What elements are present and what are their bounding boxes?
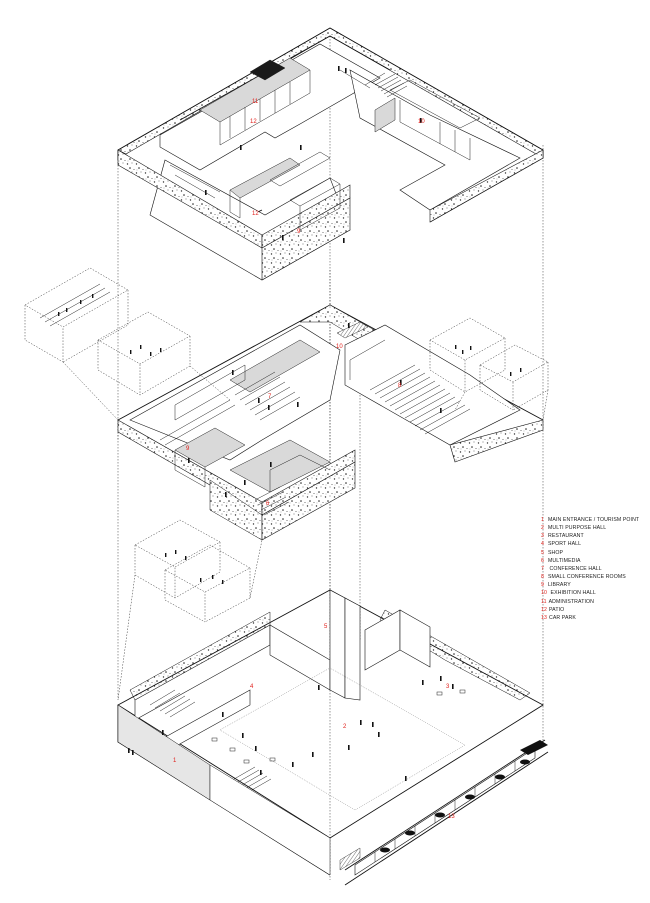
ground-floor-plan: 5 4 3 2 1 13 xyxy=(117,589,549,886)
label-multipurpose-hall: 2 xyxy=(343,724,347,730)
label-patio-upper: 12 xyxy=(250,119,257,125)
upper-floor-plan: 11 12 10 12 9 xyxy=(117,27,544,281)
label-restaurant-right: 3 xyxy=(446,684,450,690)
label-patio-lower: 12 xyxy=(252,211,259,217)
label-library-upper: 9 xyxy=(297,229,301,235)
label-multimedia: 6 xyxy=(266,501,270,507)
room-detail-boxes xyxy=(24,267,549,701)
legend-item: 10 EXHIBITION HALL xyxy=(541,590,596,597)
legend-item: 7 CONFERENCE HALL xyxy=(541,565,602,572)
label-library-middle: 9 xyxy=(186,446,190,452)
label-exhibition-middle: 10 xyxy=(336,344,343,350)
label-car-park: 13 xyxy=(448,814,455,820)
label-small-conference: 8 xyxy=(398,383,402,389)
label-shop: 5 xyxy=(324,624,328,630)
label-administration: 11 xyxy=(252,99,259,105)
label-sport-hall: 4 xyxy=(250,684,254,690)
middle-floor-plan: 10 7 8 9 6 xyxy=(117,304,544,541)
label-main-entrance: 1 xyxy=(173,758,177,764)
label-conference-hall: 7 xyxy=(268,394,272,400)
label-exhibition-upper: 10 xyxy=(418,119,425,125)
